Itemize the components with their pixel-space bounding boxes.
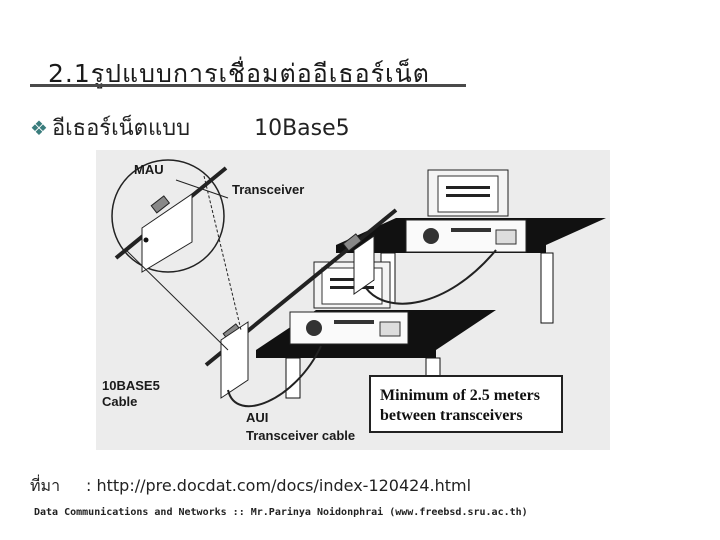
- diamond-bullet-icon: ❖: [30, 116, 48, 140]
- zoom-circle: [111, 159, 225, 273]
- zoom-transceiver-box: [141, 193, 193, 273]
- callout-box: [369, 375, 563, 433]
- label-cable-line1: 10BASE5: [102, 378, 160, 393]
- transceiver-box-2: [353, 235, 375, 295]
- label-aui-line2: Transceiver cable: [246, 428, 355, 443]
- zoom-transceiver: [150, 195, 171, 214]
- bullet-spec: 10Base5: [254, 116, 350, 141]
- back-computer: [405, 169, 527, 253]
- slide-title: 2.1รูปแบบการเชื่อมต่ออีเธอร์เน็ต: [48, 59, 430, 88]
- network-diagram-svg: MAU Transceiver 10BASE5 Cable AUI Transc…: [102, 159, 606, 443]
- aui-cable-2: [365, 249, 497, 305]
- bullet-text: อีเธอร์เน็ตแบบ: [51, 116, 191, 141]
- label-cable-line2: Cable: [102, 394, 137, 409]
- title-underline: [30, 84, 466, 87]
- source-link[interactable]: : http://pre.docdat.com/docs/index-12042…: [86, 476, 472, 495]
- zoom-line-a: [125, 249, 229, 351]
- aui-cable-1: [227, 345, 322, 408]
- label-aui-line1: AUI: [246, 410, 268, 425]
- callout-line2: between transceivers: [380, 407, 523, 424]
- source-line: ที่มา : http://pre.docdat.com/docs/index-…: [30, 474, 471, 499]
- label-transceiver: Transceiver: [232, 182, 304, 197]
- label-mau: MAU: [134, 162, 164, 177]
- transceiver-box-1: [220, 321, 249, 399]
- callout-line1: Minimum of 2.5 meters: [380, 387, 540, 404]
- transceiver-pointer: [175, 179, 229, 199]
- network-diagram: MAU Transceiver 10BASE5 Cable AUI Transc…: [96, 150, 610, 450]
- bullet-item: ❖อีเธอร์เน็ตแบบ 10Base5: [30, 110, 350, 145]
- zoom-line-b: [203, 175, 242, 331]
- front-computer: [289, 261, 409, 345]
- slide-footer: Data Communications and Networks :: Mr.P…: [34, 507, 528, 518]
- source-label: ที่มา: [30, 476, 61, 495]
- transceiver-2: [342, 233, 363, 252]
